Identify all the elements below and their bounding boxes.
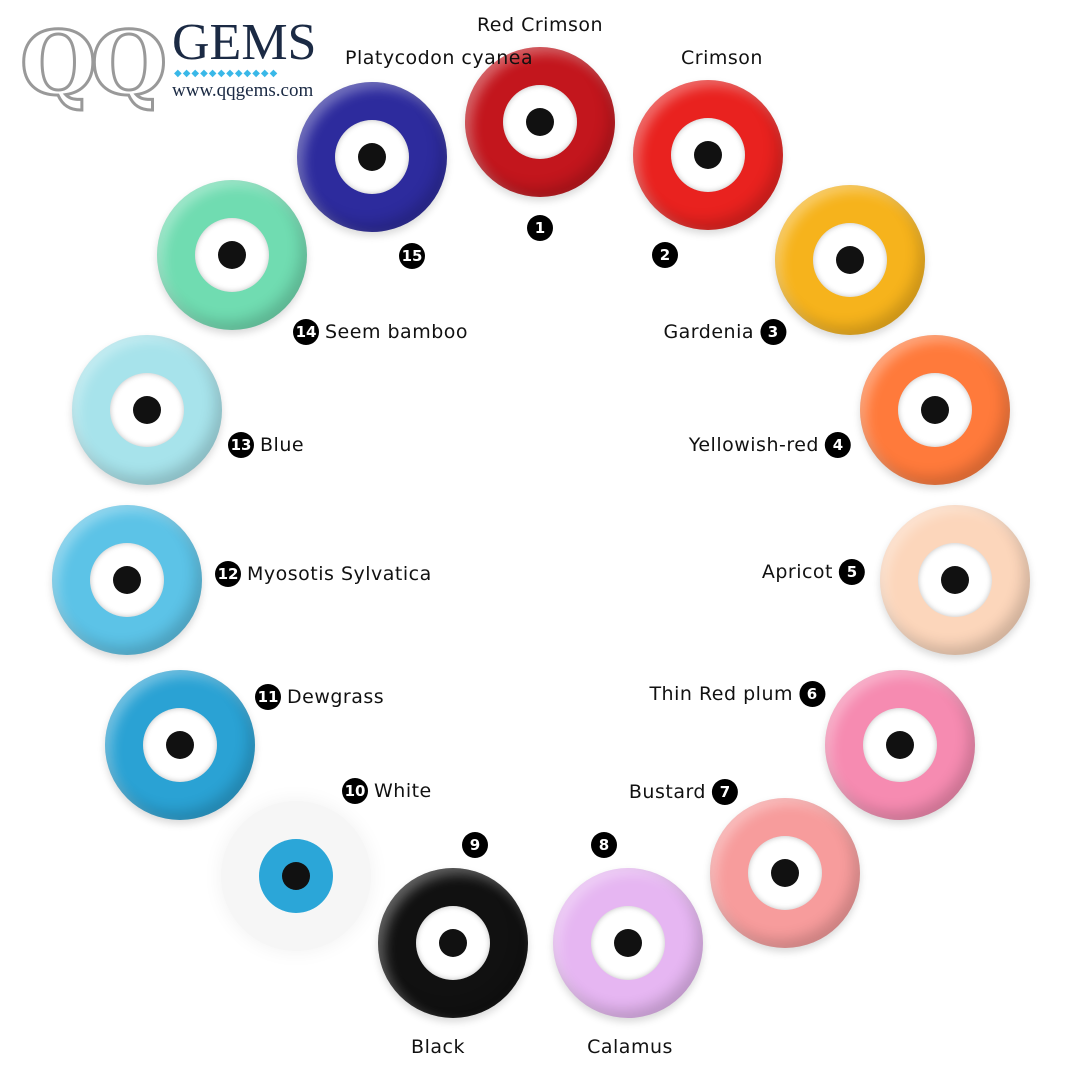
label-crimson: Crimson [681,47,763,69]
bead-11 [105,670,255,820]
bead-eye [921,396,949,424]
logo-url: www.qqgems.com [172,80,314,101]
bead-12 [52,505,202,655]
label-white: 10 White [342,778,432,804]
bead-6 [825,670,975,820]
bead-hole [416,906,490,980]
number-badge: 11 [255,684,281,710]
bead-hole [748,836,822,910]
bead-eye [836,246,864,274]
label-black: Black [411,1036,465,1058]
bead-hole [503,85,577,159]
number-badge: 13 [228,432,254,458]
bead-2 [633,80,783,230]
bead-eye [771,859,799,887]
bead-hole [195,218,269,292]
number-badge: 14 [293,319,319,345]
number-badge: 8 [591,832,617,858]
bead-eye [218,241,246,269]
number-badge: 6 [799,681,825,707]
bead-5 [880,505,1030,655]
number-badge: 1 [527,215,553,241]
bead-eye [614,929,642,957]
label-text: Blue [260,434,305,456]
label-dewgrass: 11 Dewgrass [255,684,384,710]
label-bustard: Bustard 7 [629,779,738,805]
bead-eye [133,396,161,424]
label-text: Dewgrass [287,686,385,708]
bead-hole [335,120,409,194]
bead-hole [591,906,665,980]
bead-3 [775,185,925,335]
bead-eye [941,566,969,594]
bead-eye [113,566,141,594]
bead-14 [157,180,307,330]
bead-eye [886,731,914,759]
bead-4 [860,335,1010,485]
label-platycodon-cyanea: Platycodon cyanea [345,47,534,69]
bead-eye [282,862,310,890]
number-badge: 5 [839,559,865,585]
label-text: Yellowish-red [688,434,819,456]
bead-9 [378,868,528,1018]
number-badge: 9 [462,832,488,858]
bead-8 [553,868,703,1018]
bead-eye [439,929,467,957]
bead-10 [221,801,371,951]
diamond-row-icon: ◆◆◆◆◆◆◆◆◆◆◆◆ [174,68,279,79]
number-badge: 4 [825,432,851,458]
label-red-crimson: Red Crimson [476,14,604,36]
label-text: White [374,780,432,802]
number-badge: 7 [712,779,738,805]
label-gardenia: Gardenia 3 [663,319,786,345]
label-text: Thin Red plum [649,683,793,705]
label-apricot: Apricot 5 [762,559,865,585]
logo-mark: QQ [18,11,168,115]
bead-1 [465,47,615,197]
label-yellowish-red: Yellowish-red 4 [689,432,851,458]
bead-eye [358,143,386,171]
bead-eye [694,141,722,169]
label-blue: 13 Blue [228,432,304,458]
label-myosotis-sylvatica: 12 Myosotis Sylvatica [215,561,432,587]
bead-hole [918,543,992,617]
label-text: Seem bamboo [325,321,469,343]
number-badge: 3 [760,319,786,345]
bead-hole [813,223,887,297]
label-text: Apricot [761,561,833,583]
number-badge: 15 [399,243,425,269]
bead-hole [259,839,333,913]
logo-brand: GEMS [172,14,317,71]
bead-13 [72,335,222,485]
bead-hole [90,543,164,617]
bead-hole [863,708,937,782]
label-calamus: Calamus [587,1036,673,1058]
label-seem-bamboo: 14 Seem bamboo [293,319,468,345]
bead-hole [671,118,745,192]
bead-hole [898,373,972,447]
bead-eye [166,731,194,759]
label-thin-red-plum: Thin Red plum 6 [649,681,825,707]
bead-7 [710,798,860,948]
bead-15 [297,82,447,232]
number-badge: 10 [342,778,368,804]
bead-hole [143,708,217,782]
label-text: Bustard [628,781,706,803]
number-badge: 2 [652,242,678,268]
label-text: Gardenia [663,321,754,343]
number-badge: 12 [215,561,241,587]
label-text: Myosotis Sylvatica [247,563,432,585]
bead-eye [526,108,554,136]
bead-hole [110,373,184,447]
